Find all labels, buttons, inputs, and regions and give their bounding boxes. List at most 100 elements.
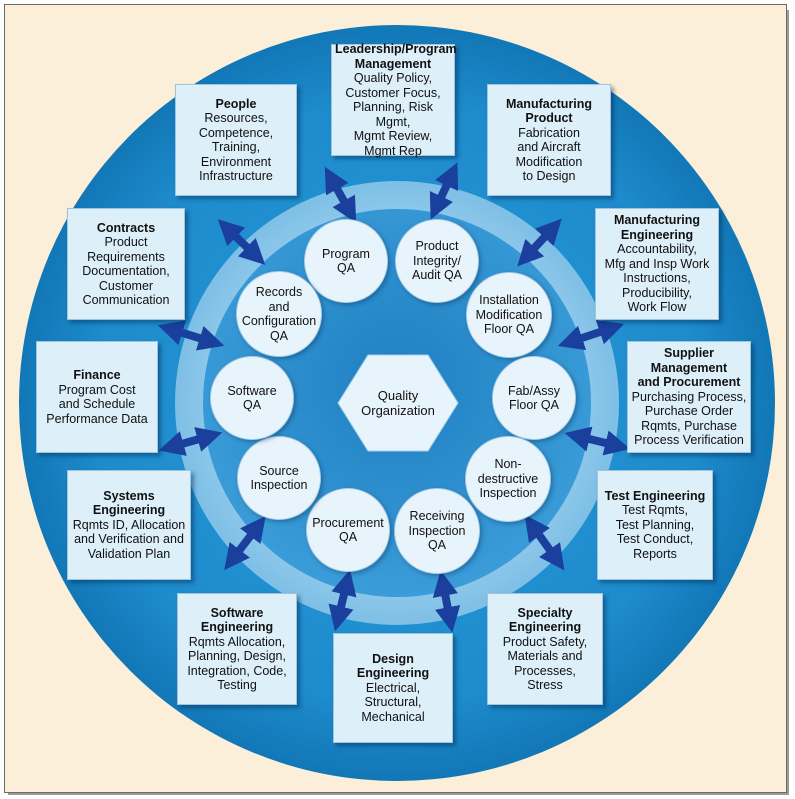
box-line: Structural,: [364, 695, 422, 710]
arrow-design-right: [432, 570, 461, 633]
box-line: Documentation,: [82, 264, 170, 278]
box-line: Purchasing Process,: [631, 389, 747, 404]
circle-procurement-qa: Procurement QA: [306, 488, 390, 572]
box-manufacturing-engineering: Manufacturing Engineering Accountability…: [595, 208, 719, 320]
box-title: Contracts: [96, 220, 156, 235]
arrow-people: [217, 219, 266, 265]
box-title: Management: [650, 360, 728, 375]
box-line: Quality Policy,: [353, 71, 433, 85]
box-title: Design: [372, 651, 414, 666]
box-line: Validation Plan: [87, 546, 171, 561]
box-software-engineering: Software Engineering Rqmts Allocation, P…: [177, 593, 297, 705]
arrow-design-left: [328, 569, 357, 632]
box-title: Manufacturing: [613, 213, 701, 228]
box-line: Testing: [217, 678, 257, 692]
circle-fab-assy-floor-qa: Fab/Assy Floor QA: [492, 356, 576, 440]
circle-nondestructive-inspection: Non- destructive Inspection: [465, 436, 551, 522]
arrow-test-eng: [564, 426, 631, 456]
circle-software-qa: Software QA: [210, 356, 294, 440]
box-line: Purchase Order: [644, 404, 734, 419]
box-line: Training,: [211, 140, 261, 154]
box-line: Process Verification: [634, 433, 744, 448]
box-systems-engineering: Systems Engineering Rqmts ID, Allocation…: [67, 470, 191, 580]
box-line: Customer Focus,: [345, 85, 441, 100]
circle-receiving-inspection-qa: Receiving Inspection QA: [394, 488, 480, 574]
box-title: Engineering: [200, 620, 274, 634]
arrow-software-eng: [224, 515, 266, 571]
box-title: Engineering: [356, 666, 430, 681]
arrow-leadership-left: [324, 166, 357, 224]
box-title: People: [215, 96, 257, 111]
box-line: Mgmt Rep: [364, 143, 422, 158]
box-title: Management: [354, 56, 432, 71]
box-title: Engineering: [92, 503, 166, 518]
box-finance: Finance Program Cost and Schedule Perfor…: [36, 341, 158, 453]
arrow-supplier: [557, 319, 625, 351]
box-line: Processes,: [514, 663, 576, 678]
box-line: Rqmts Allocation,: [188, 634, 286, 649]
box-title: Engineering: [508, 620, 582, 634]
box-line: Product: [104, 235, 148, 249]
box-line: Mechanical: [361, 709, 425, 724]
circle-installation-modification-floor-qa: Installation Modification Floor QA: [466, 272, 552, 358]
box-supplier-management-procurement: Supplier Management and Procurement Purc…: [627, 341, 751, 453]
arrow-mfg-engineering: [517, 218, 562, 267]
box-line: Accountability,: [617, 242, 697, 257]
circle-records-configuration-qa: Records and Configuration QA: [236, 271, 322, 357]
box-title: and Procurement: [637, 375, 741, 390]
box-line: Planning, Design,: [188, 649, 286, 663]
box-line: Instructions,: [623, 271, 691, 286]
box-line: to Design: [522, 169, 576, 183]
arrow-contracts: [157, 320, 225, 351]
circle-program-qa: Program QA: [304, 219, 388, 303]
box-title: Systems: [103, 488, 155, 503]
box-test-engineering: Test Engineering Test Rqmts, Test Planni…: [597, 470, 713, 580]
box-design-engineering: Design Engineering Electrical, Structura…: [333, 633, 453, 743]
box-line: Electrical,: [365, 680, 421, 695]
box-line: Test Rqmts,: [622, 503, 688, 518]
box-line: Competence,: [198, 125, 274, 140]
box-line: Materials and: [507, 649, 583, 663]
arrow-specialty: [524, 514, 565, 571]
connector-arrows: [157, 162, 631, 633]
box-line: Modification: [515, 154, 583, 169]
arrow-leadership-right: [429, 162, 459, 220]
box-line: Performance Data: [46, 411, 148, 426]
box-specialty-engineering: Specialty Engineering Product Safety, Ma…: [487, 593, 603, 705]
box-line: Mfg and Insp Work: [604, 256, 710, 271]
box-title: Manufacturing: [505, 96, 593, 111]
box-title: Software: [210, 605, 264, 620]
box-title: Specialty: [517, 605, 573, 620]
box-contracts: Contracts Product Requirements Documenta…: [67, 208, 185, 320]
box-title: Supplier: [663, 346, 714, 361]
box-line: Program Cost: [58, 382, 136, 397]
arrow-systems: [158, 427, 223, 456]
box-line: Requirements: [87, 249, 165, 264]
box-title: Product: [525, 111, 573, 125]
box-line: and Schedule: [58, 397, 136, 411]
circle-product-integrity-audit-qa: Product Integrity/ Audit QA: [395, 219, 479, 303]
box-line: Stress: [527, 678, 563, 692]
quality-organization-hexagon: [337, 354, 459, 452]
box-people: People Resources, Competence, Training, …: [175, 84, 297, 196]
box-line: Infrastructure: [199, 169, 273, 183]
box-title: Engineering: [620, 227, 694, 242]
box-line: and Aircraft: [517, 140, 581, 154]
box-line: Product Safety,: [502, 634, 588, 649]
circle-source-inspection: Source Inspection: [237, 436, 321, 520]
box-title: Leadership/Program: [335, 42, 457, 56]
box-title: Test Engineering: [604, 488, 706, 503]
box-line: Integration, Code,: [187, 663, 287, 678]
quality-organization-label: Quality Organization: [361, 388, 435, 418]
box-line: Rqmts, Purchase: [641, 418, 737, 433]
box-line: Test Planning,: [615, 517, 695, 532]
box-line: Planning, Risk Mgmt,: [353, 100, 433, 129]
box-line: Fabrication: [518, 125, 580, 140]
box-line: Communication: [82, 293, 170, 307]
box-line: Test Conduct,: [616, 532, 694, 547]
box-line: Reports: [633, 546, 677, 561]
box-line: Mgmt Review,: [353, 129, 433, 143]
box-line: Rqmts ID, Allocation: [72, 517, 186, 532]
box-line: Customer: [98, 278, 154, 293]
box-leadership-program-management: Leadership/Program Management Quality Po…: [331, 42, 457, 158]
